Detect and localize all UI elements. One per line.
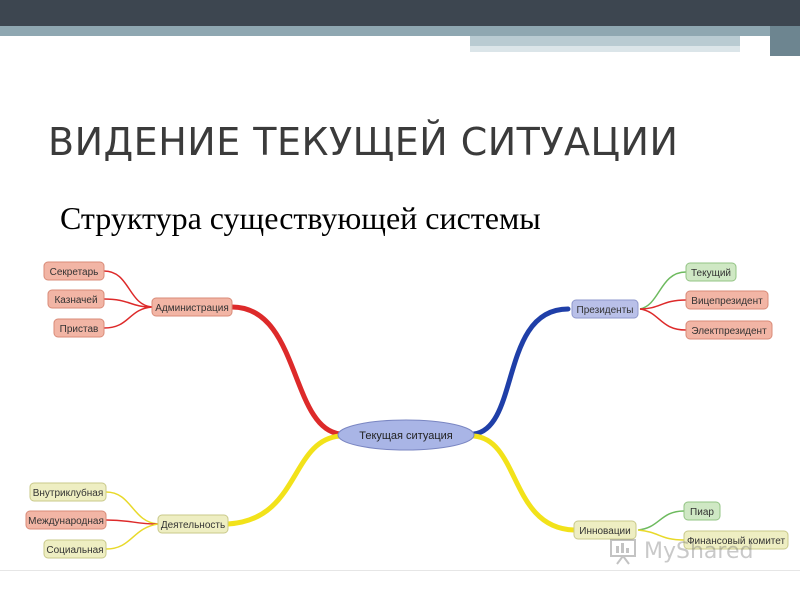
branch-connector-administration bbox=[229, 304, 343, 437]
top-decor-strip-accent-light bbox=[470, 46, 740, 52]
leaf-treasurer-label: Казначей bbox=[54, 295, 97, 306]
branch-connector-activity bbox=[225, 433, 343, 527]
sub-connector-finance-committee bbox=[637, 529, 685, 541]
center-node: Текущая ситуация bbox=[337, 419, 475, 451]
leaf-vicepresident: Вицепрезидент bbox=[685, 290, 769, 310]
watermark-text: MyShared bbox=[644, 538, 754, 564]
sub-connector-bailiff bbox=[103, 306, 153, 329]
leaf-current: Текущий bbox=[685, 262, 737, 282]
node-activity-label: Деятельность bbox=[161, 520, 225, 531]
top-decor-strip-accent bbox=[470, 36, 740, 46]
leaf-bailiff: Пристав bbox=[53, 318, 105, 338]
sub-connector-social bbox=[105, 523, 159, 550]
top-decor-bar bbox=[0, 0, 800, 26]
leaf-electpresident-label: Электпрезидент bbox=[691, 326, 767, 337]
leaf-secretary: Секретарь bbox=[43, 261, 105, 281]
leaf-finance-committee: Финансовый комитет bbox=[683, 530, 789, 550]
slide-subtitle: Структура существующей системы bbox=[60, 200, 541, 236]
sub-connector-secretary bbox=[103, 270, 153, 308]
sub-connector-intraclub bbox=[105, 491, 159, 525]
sub-connector-pr bbox=[637, 510, 685, 531]
leaf-social: Социальная bbox=[43, 539, 107, 559]
leaf-pr: Пиар bbox=[683, 501, 721, 521]
leaf-social-label: Социальная bbox=[46, 545, 103, 556]
slide-title: ВИДЕНИЕ ТЕКУЩЕЙ СИТУАЦИИ bbox=[48, 120, 679, 164]
leaf-electpresident: Электпрезидент bbox=[685, 320, 773, 340]
presentation-board-icon bbox=[610, 539, 636, 565]
sub-connector-current bbox=[639, 271, 687, 310]
leaf-bailiff-label: Пристав bbox=[60, 324, 99, 335]
top-right-decor-block bbox=[770, 0, 800, 56]
leaf-treasurer: Казначей bbox=[47, 289, 105, 309]
leaf-international-label: Международная bbox=[28, 516, 104, 527]
branch-connector-presidents bbox=[471, 306, 571, 437]
bottom-divider bbox=[0, 570, 800, 571]
sub-connector-vicepresident bbox=[639, 299, 687, 310]
sub-connector-electpresident bbox=[639, 308, 687, 331]
leaf-intraclub-label: Внутриклубная bbox=[33, 487, 104, 499]
leaf-vicepresident-label: Вицепрезидент bbox=[691, 296, 763, 307]
node-administration: Администрация bbox=[151, 297, 233, 317]
node-presidents-label: Президенты bbox=[577, 305, 634, 316]
node-presidents: Президенты bbox=[571, 299, 639, 319]
sub-connector-international bbox=[105, 519, 159, 525]
leaf-international: Международная bbox=[25, 510, 107, 530]
center-node-label: Текущая ситуация bbox=[359, 430, 453, 442]
watermark: MyShared bbox=[608, 536, 753, 566]
leaf-intraclub: Внутриклубная bbox=[29, 482, 107, 502]
leaf-current-label: Текущий bbox=[691, 268, 731, 279]
node-administration-label: Администрация bbox=[155, 303, 229, 314]
branch-connector-innovations bbox=[471, 433, 577, 533]
leaf-pr-label: Пиар bbox=[690, 507, 714, 518]
node-innovations-label: Инновации bbox=[579, 526, 630, 537]
leaf-secretary-label: Секретарь bbox=[50, 267, 99, 278]
sub-connector-treasurer bbox=[103, 298, 153, 308]
leaf-finance-committee-label: Финансовый комитет bbox=[687, 536, 786, 547]
top-decor-strip bbox=[0, 26, 800, 36]
node-activity: Деятельность bbox=[157, 514, 229, 534]
node-innovations: Инновации bbox=[573, 520, 637, 540]
